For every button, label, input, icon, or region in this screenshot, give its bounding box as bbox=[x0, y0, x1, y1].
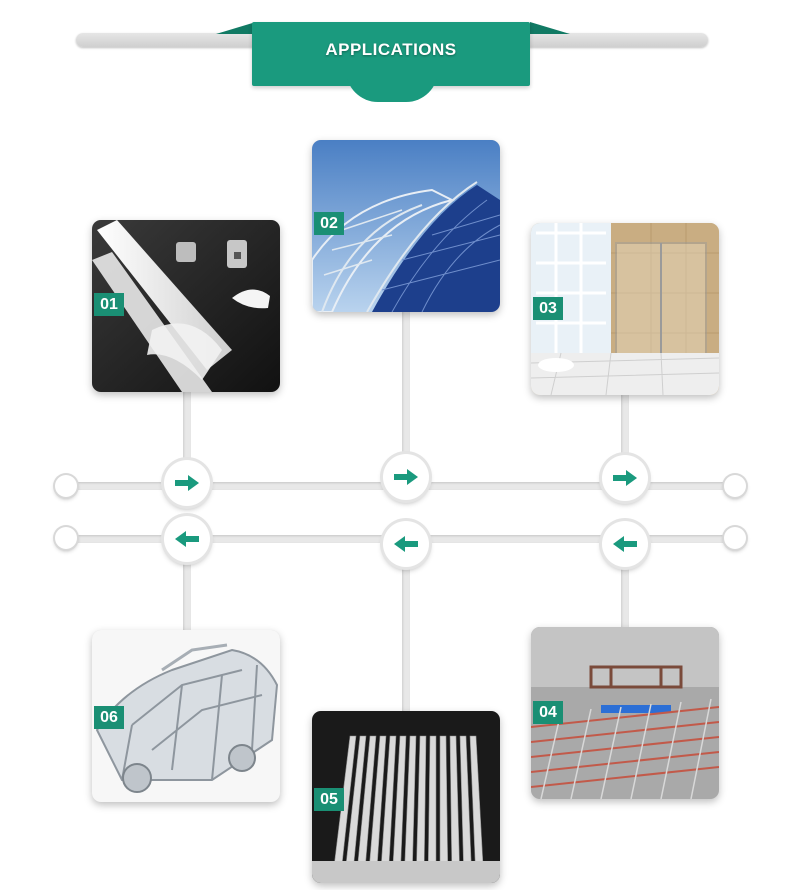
application-number: 06 bbox=[94, 706, 124, 729]
application-number: 05 bbox=[314, 788, 344, 811]
connector-02 bbox=[402, 310, 410, 476]
timeline-end-node bbox=[724, 475, 746, 497]
application-number: 04 bbox=[533, 701, 563, 724]
timeline-node-04 bbox=[602, 521, 648, 567]
application-card-03[interactable]: 03 bbox=[531, 223, 719, 395]
timeline-end-node bbox=[55, 475, 77, 497]
arrow-right-icon bbox=[394, 469, 418, 485]
arrow-left-icon bbox=[613, 536, 637, 552]
timeline-node-05 bbox=[383, 521, 429, 567]
application-number: 01 bbox=[94, 293, 124, 316]
connector-05 bbox=[402, 545, 410, 713]
steel-frame-construction-photo bbox=[531, 627, 719, 799]
connector-04 bbox=[621, 545, 629, 629]
arrow-left-icon bbox=[175, 531, 199, 547]
connector-03 bbox=[621, 393, 629, 477]
header-banner-tab bbox=[346, 70, 438, 102]
application-card-04[interactable]: 04 bbox=[531, 627, 719, 799]
led-profile-diffuser-photo bbox=[92, 220, 280, 392]
application-card-05[interactable]: 05 bbox=[312, 711, 500, 883]
application-number: 03 bbox=[533, 297, 563, 320]
arrow-right-icon bbox=[613, 470, 637, 486]
arrow-right-icon bbox=[175, 475, 199, 491]
timeline-node-06 bbox=[164, 516, 210, 562]
shower-enclosure-photo bbox=[531, 223, 719, 395]
timeline-end-node bbox=[724, 527, 746, 549]
page-title: APPLICATIONS bbox=[325, 40, 457, 59]
banner-fold-left bbox=[216, 22, 256, 34]
application-card-02[interactable]: 02 bbox=[312, 140, 500, 312]
timeline-node-02 bbox=[383, 454, 429, 500]
connector-06 bbox=[183, 540, 191, 632]
connector-01 bbox=[183, 390, 191, 484]
timeline-end-node bbox=[55, 527, 77, 549]
application-card-06[interactable]: 06 bbox=[92, 630, 280, 802]
timeline-node-01 bbox=[164, 460, 210, 506]
application-card-01[interactable]: 01 bbox=[92, 220, 280, 392]
banner-fold-right bbox=[530, 22, 570, 34]
arrow-left-icon bbox=[394, 536, 418, 552]
application-number: 02 bbox=[314, 212, 344, 235]
timeline-node-03 bbox=[602, 455, 648, 501]
